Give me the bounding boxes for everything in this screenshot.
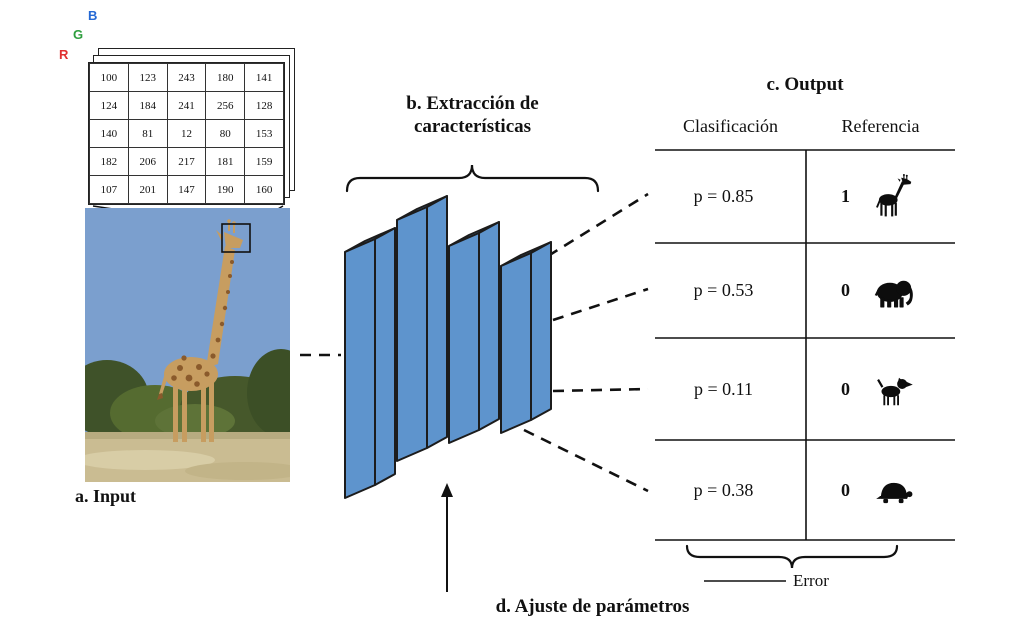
- channel-label-red: R: [59, 47, 69, 62]
- probability-value: p = 0.11: [694, 378, 753, 399]
- pixel-value: 241: [166, 91, 207, 120]
- cnn-layers: [344, 195, 552, 499]
- pixel-value: 201: [127, 175, 168, 204]
- pixel-value: 153: [244, 119, 284, 148]
- pixel-value: 107: [89, 175, 129, 204]
- reference-value: 1: [841, 186, 850, 206]
- pixel-value: 181: [205, 147, 246, 176]
- pixel-value: 182: [89, 147, 129, 176]
- pixel-value: 206: [127, 147, 168, 176]
- reference-value: 0: [841, 280, 850, 300]
- pixel-value: 12: [166, 119, 207, 148]
- input-caption: a. Input: [75, 486, 137, 506]
- column-header-clasificacion: Clasificación: [683, 116, 778, 136]
- pixel-value: 159: [244, 147, 284, 176]
- probability-value: p = 0.53: [693, 280, 754, 300]
- pixel-value: 180: [205, 63, 246, 92]
- pixel-value: 217: [166, 147, 207, 176]
- pixel-value: 243: [166, 63, 207, 92]
- pixel-value: 147: [166, 175, 207, 204]
- feature-extraction-caption-line1: b. Extracción de: [406, 93, 539, 114]
- giraffe-figure: [159, 219, 243, 442]
- overbrace: [345, 164, 600, 193]
- conv-layer-4: [500, 241, 552, 434]
- pixel-grid: 100 123 243 180 141 124 184 241 256 128 …: [88, 62, 285, 205]
- conv-layer-3: [448, 221, 500, 444]
- pixel-value: 140: [89, 119, 129, 148]
- pixel-value: 141: [244, 63, 284, 92]
- giraffe-icon: [868, 173, 920, 220]
- zoom-region-box: [221, 223, 251, 253]
- turtle-icon: [868, 471, 920, 509]
- pixel-value: 160: [244, 175, 284, 204]
- reference-value: 0: [841, 479, 850, 500]
- pixel-value: 184: [127, 91, 168, 120]
- conv-layer-2: [396, 195, 448, 462]
- channel-label-blue: B: [88, 8, 98, 23]
- error-label: Error: [793, 571, 829, 590]
- feature-extraction-caption-line2: características: [413, 116, 532, 137]
- pixel-value: 123: [127, 63, 168, 92]
- table-row: p = 0.85 1: [655, 150, 955, 243]
- probability-value: p = 0.85: [693, 186, 754, 206]
- probability-value: p = 0.38: [693, 479, 754, 500]
- channel-label-green: G: [73, 27, 84, 42]
- column-header-referencia: Referencia: [841, 116, 920, 136]
- output-caption: c. Output: [766, 74, 844, 95]
- adjust-parameters-caption: d. Ajuste de parámetros: [495, 596, 690, 617]
- table-row: p = 0.38 0: [655, 440, 955, 540]
- pixel-value: 124: [89, 91, 129, 120]
- table-row: p = 0.11 0: [655, 338, 955, 440]
- table-row: p = 0.53 0: [655, 243, 955, 338]
- pixel-value: 80: [205, 119, 246, 148]
- underbrace: [685, 544, 899, 569]
- feature-extraction-caption: b. Extracción de características: [345, 92, 600, 138]
- elephant-icon: [868, 269, 920, 313]
- pixel-value: 256: [205, 91, 246, 120]
- pixel-value: 100: [89, 63, 129, 92]
- pixel-value: 128: [244, 91, 284, 120]
- reference-value: 0: [841, 378, 850, 399]
- dog-icon: [868, 369, 920, 409]
- pixel-value: 190: [205, 175, 246, 204]
- giraffe-photo: [65, 208, 315, 482]
- conv-layer-1: [344, 227, 396, 499]
- pixel-value: 81: [127, 119, 168, 148]
